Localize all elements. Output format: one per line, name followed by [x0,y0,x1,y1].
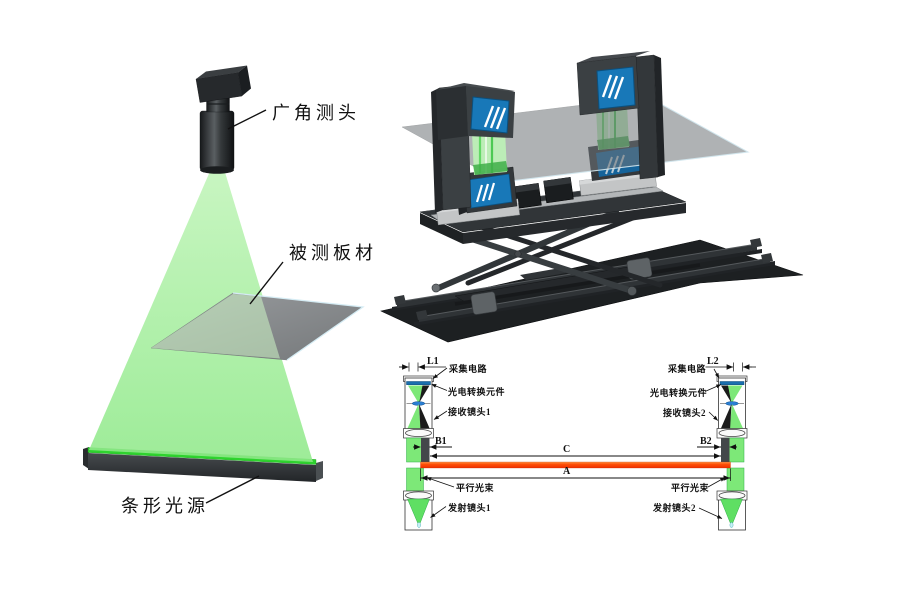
sensor-unit-right [576,51,665,180]
screw-handle-left [470,291,498,315]
receiving-lens-2 [718,428,746,437]
light-source-leader-line [205,475,260,504]
label-parallel-beam-right: 平行光束 [671,483,710,493]
shadow-bar-right [721,438,730,462]
bar-front-face [88,453,316,482]
bar-left-cap [83,447,89,469]
lead-screw [454,263,701,306]
measured-board [150,292,365,361]
light-source-point-2 [729,522,734,528]
label-emitting-lens-1: 发射镜头1 [448,503,492,513]
receiver-left [403,375,434,439]
sensor-unit-left [431,83,520,226]
dimension-lines [399,362,756,481]
scissor-roller-right [627,286,637,296]
board-light-edge [232,292,365,361]
label-measured-board: 被测板材 [289,243,377,263]
wide-angle-probe [195,65,251,174]
panel-stripes [483,105,507,130]
receiving-lens-1 [405,428,432,437]
label-A: A [563,466,571,477]
probe-head-top [196,65,247,79]
label-acq-circuit-left: 采集电路 [449,364,488,374]
glass-edge-highlight [501,96,750,183]
left-illustration [83,65,365,504]
shadow-bar-left [421,438,430,462]
receiver-right [716,375,748,439]
label-photoelectric-right: 光电转换元件 [650,388,708,398]
panel-stripes [475,182,496,203]
emitter-left [403,490,434,531]
label-L1: L1 [427,356,439,367]
board-leader-line [249,261,284,305]
probe-lens-bottom [200,166,234,174]
beam-column-right [721,437,745,493]
label-B2: B2 [700,436,712,447]
schematic-leaders [426,367,726,519]
panel-blue-right-head [596,66,636,110]
probe-leader-line [227,109,267,130]
emitting-lens-1 [405,491,432,500]
bar-right-cap [316,461,323,481]
label-acq-circuit-right: 采集电路 [668,364,707,374]
scissor-pin-left [431,283,441,293]
label-receiving-lens-1: 接收镜头1 [448,407,492,417]
panel-stripes [601,74,625,100]
panel-blue-left-base [467,173,513,209]
label-photoelectric-left: 光电转换元件 [448,387,506,397]
label-C: C [563,444,571,455]
emitting-lens-2 [718,491,746,500]
rail-motors [511,177,574,210]
label-wide-angle-probe: 广角测头 [272,103,360,123]
beam-column-left [406,437,430,493]
light-source-point-1 [417,522,421,528]
probe-body-cylinder [199,110,235,171]
machine-render [380,51,804,343]
illustration-leaders [205,109,284,504]
label-bar-light-source: 条形光源 [121,496,209,516]
label-parallel-beam-left: 平行光束 [456,483,495,493]
label-receiving-lens-2: 接收镜头2 [663,408,707,418]
probe-head-side [238,65,251,96]
measured-plate-edge [420,461,731,469]
label-L2: L2 [707,356,719,367]
label-B1: B1 [435,436,447,447]
beam-wash-on-board [151,294,280,359]
label-emitting-lens-2: 发射镜头2 [653,503,697,513]
emitter-right [716,490,748,531]
scissor-pivot [514,250,522,258]
photoelectric-element-right [719,381,745,385]
optical-schematic [399,362,756,531]
photoelectric-element-left [406,381,431,385]
